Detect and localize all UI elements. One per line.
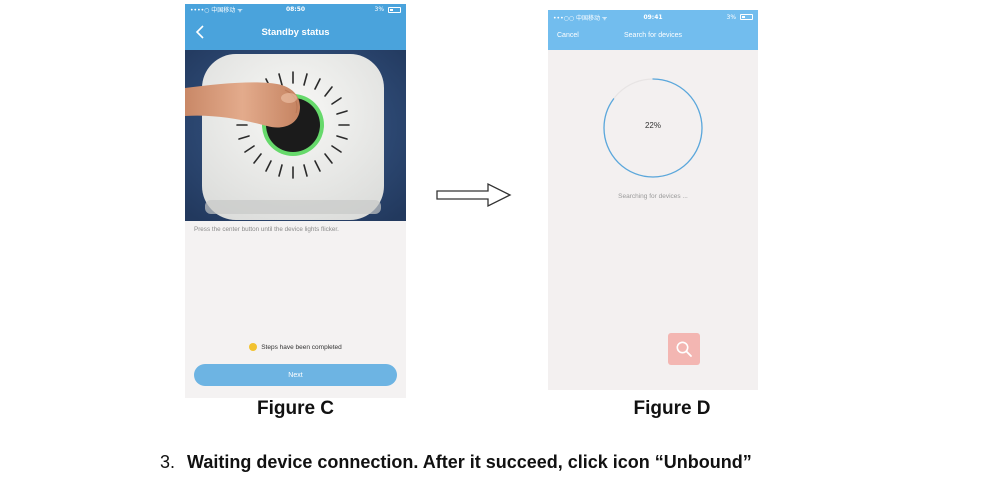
instruction-text: Press the center button until the device… <box>194 226 339 233</box>
completion-label: Steps have been completed <box>261 343 342 351</box>
carrier-signal: ••••○ 中国移动 ᯤ <box>190 7 243 14</box>
header-bar <box>548 10 758 50</box>
nav-bar: Cancel Search for devices <box>548 24 758 50</box>
header-bar <box>185 4 406 50</box>
progress-ring-arc <box>603 78 703 178</box>
completion-status: Steps have been completed <box>185 343 406 351</box>
step-number: 3. <box>160 452 176 472</box>
next-button[interactable]: Next <box>194 364 397 386</box>
nav-bar: Standby status <box>185 15 406 50</box>
status-bar: •••○○ 中国移动 ᯤ 09:41 3% <box>548 10 758 24</box>
battery-percent: 3% <box>374 6 385 13</box>
page-title: Standby status <box>261 27 330 38</box>
device-photo <box>185 50 406 221</box>
finger-pressing-device-illustration <box>185 50 406 221</box>
figure-d-caption: Figure D <box>633 398 711 419</box>
battery-icon <box>740 14 753 20</box>
status-time: 08:50 <box>285 6 306 13</box>
status-time: 09:41 <box>643 13 663 21</box>
right-arrow-icon <box>436 182 512 208</box>
figure-c-phone-screen: ••••○ 中国移动 ᯤ 08:50 3% Standby status <box>185 4 406 398</box>
battery-percent: 3% <box>726 13 737 21</box>
carrier-signal: •••○○ 中国移动 ᯤ <box>553 14 608 22</box>
status-dot-icon <box>249 343 258 351</box>
magnifier-icon <box>676 341 692 357</box>
progress-percent: 22% <box>644 121 661 130</box>
searching-status-text: Searching for devices ... <box>618 193 688 200</box>
chevron-left-icon[interactable] <box>193 24 207 40</box>
page-title: Search for devices <box>624 32 682 39</box>
battery-indicator: 3% <box>375 6 401 13</box>
battery-icon <box>388 6 401 13</box>
step-text: Waiting device connection. After it succ… <box>187 452 752 472</box>
step-instruction: 3. Waiting device connection. After it su… <box>160 452 752 473</box>
battery-indicator: 3% <box>727 14 753 21</box>
status-bar: ••••○ 中国移动 ᯤ 08:50 3% <box>185 4 406 15</box>
search-button[interactable] <box>668 333 700 365</box>
progress-ring <box>603 78 703 178</box>
figure-d-phone-screen: •••○○ 中国移动 ᯤ 09:41 3% Cancel Search for … <box>548 10 758 390</box>
figure-c-caption: Figure C <box>256 398 335 419</box>
cancel-button[interactable]: Cancel <box>557 32 579 39</box>
